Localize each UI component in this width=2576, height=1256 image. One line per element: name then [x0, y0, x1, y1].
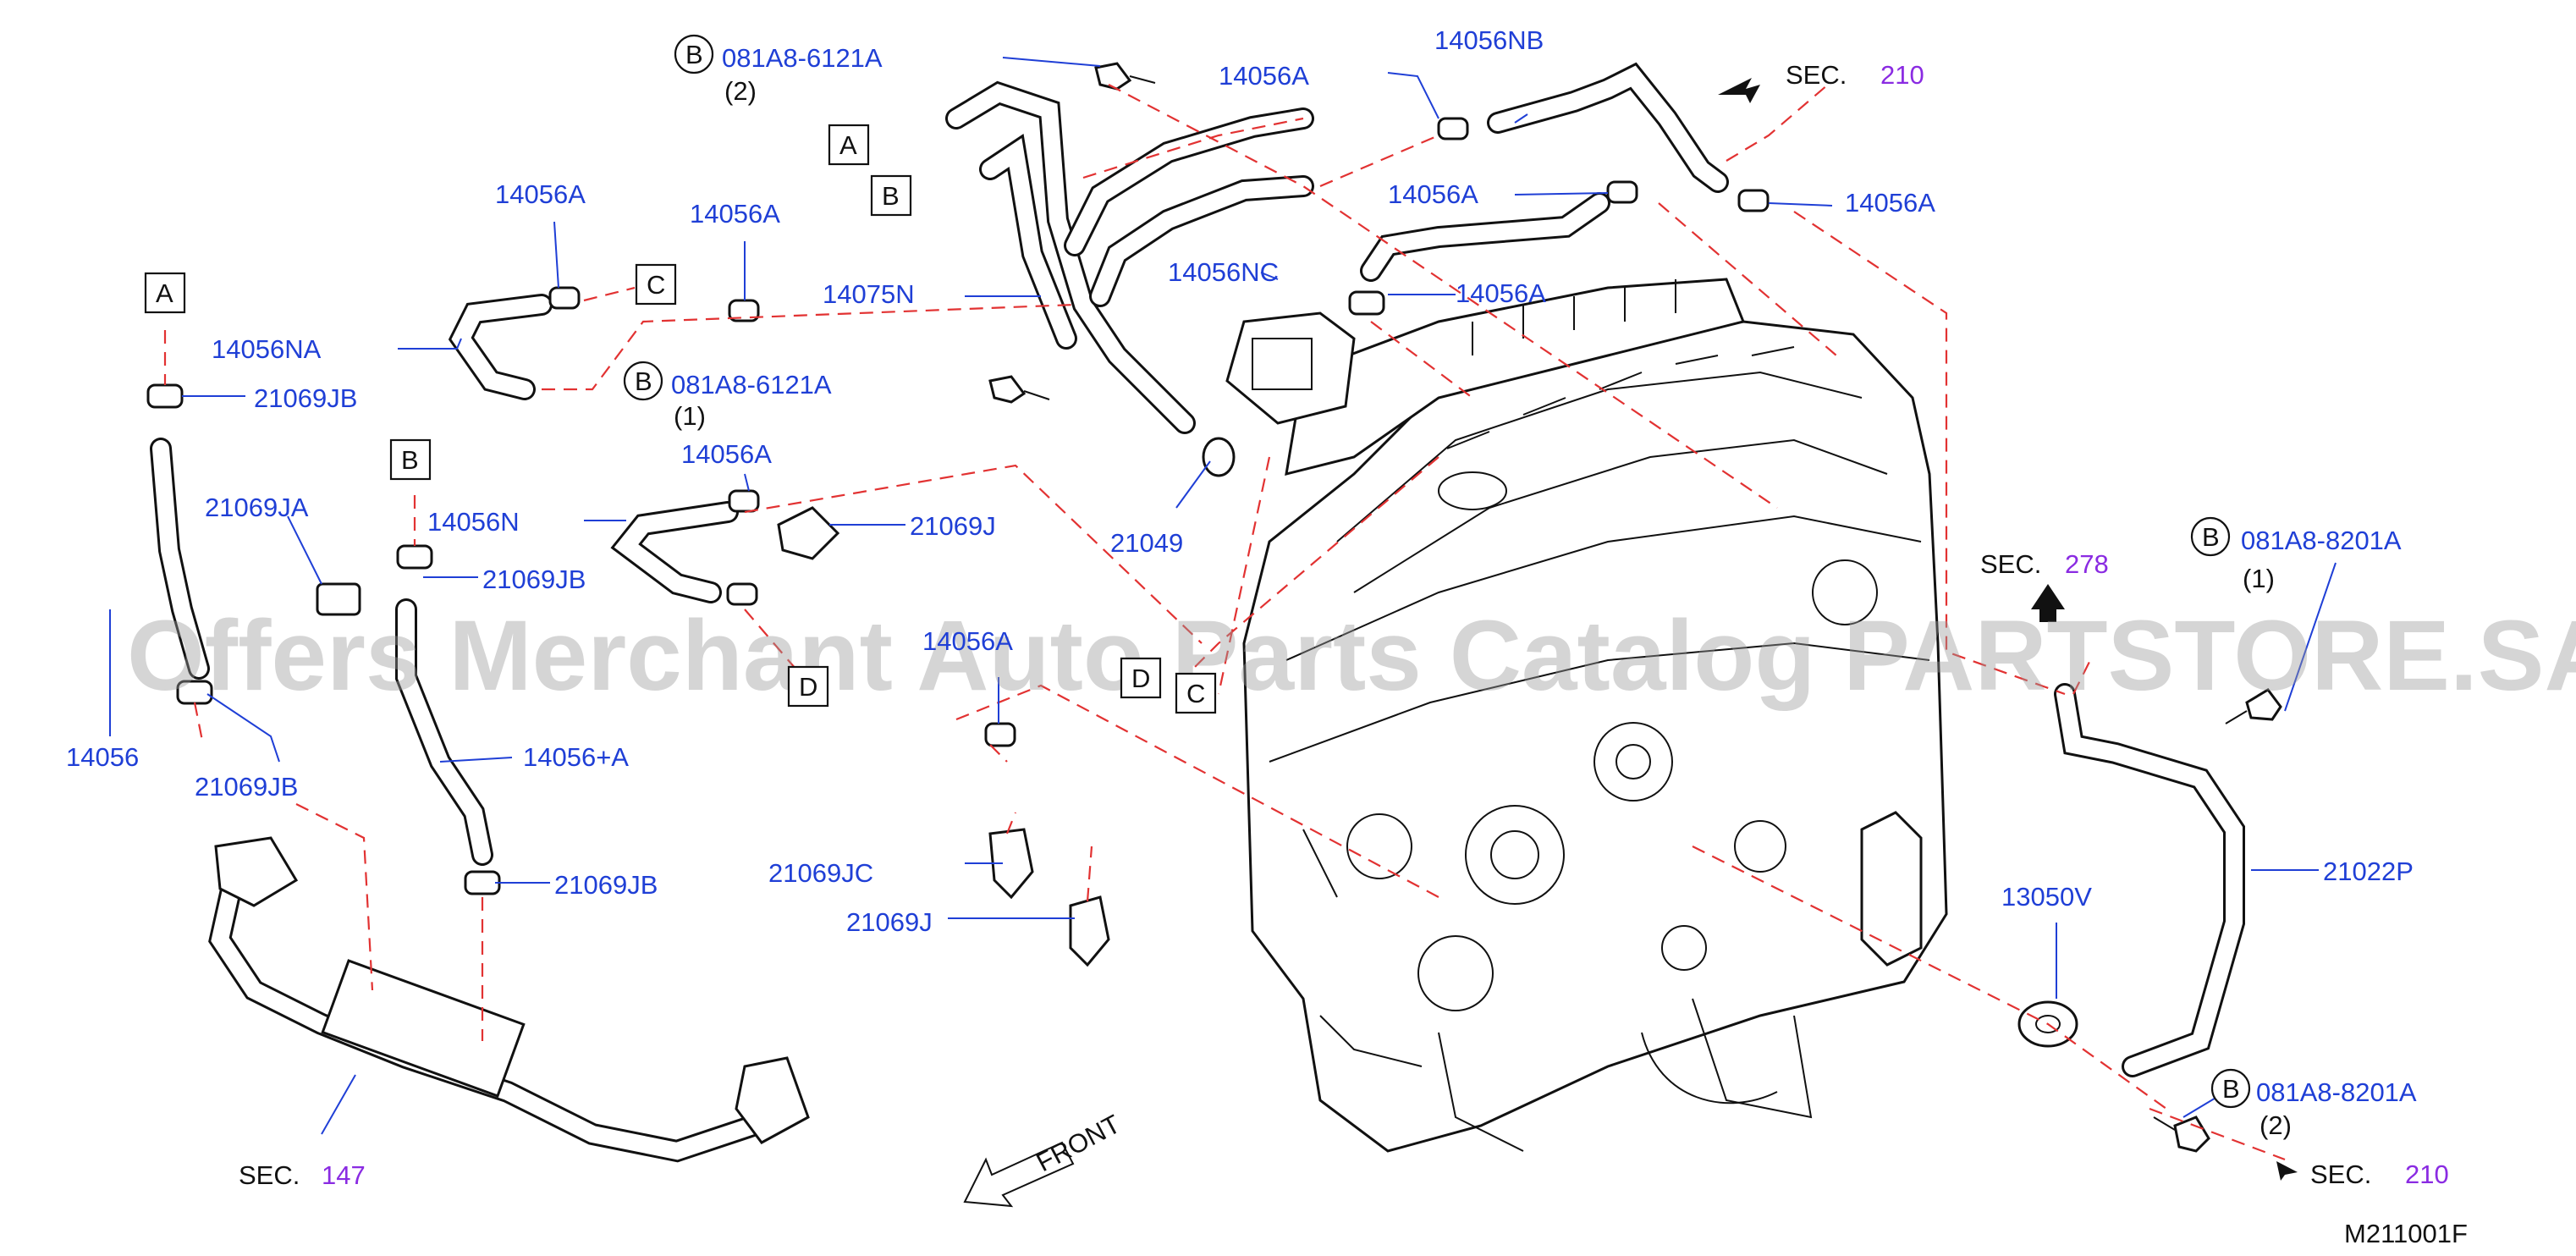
svg-text:(2): (2) [2260, 1110, 2292, 1140]
label-14056A-lower: 14056A [922, 626, 1013, 656]
sec-278-arrow [2031, 584, 2065, 622]
section-ref-278: SEC. 278 [1980, 549, 2109, 579]
sec-210-bottom-arrow [2276, 1161, 2298, 1181]
svg-text:081A8-6121A: 081A8-6121A [671, 370, 832, 399]
label-14056NB: 14056NB [1434, 25, 1544, 55]
engine-block [1225, 278, 1948, 1153]
connector-D-1: D [787, 665, 829, 708]
label-21069JB-left: 21069JB [195, 772, 298, 802]
label-14056NA: 14056NA [212, 334, 322, 364]
svg-text:081A8-8201A: 081A8-8201A [2241, 526, 2402, 555]
svg-text:081A8-6121A: 081A8-6121A [722, 43, 883, 73]
label-14056NC: 14056NC [1168, 257, 1279, 287]
svg-text:B: B [2222, 1074, 2240, 1104]
label-21022P: 21022P [2323, 857, 2414, 886]
svg-text:B: B [401, 445, 419, 475]
leader-lines [109, 57, 2337, 1135]
svg-text:(1): (1) [2243, 564, 2275, 593]
label-14056plusA: 14056+A [523, 742, 629, 772]
label-14056A-top: 14056A [1219, 61, 1309, 91]
connector-A-1: A [828, 124, 870, 166]
diagram-code: M211001F [2344, 1219, 2468, 1248]
hose-clamps [146, 117, 1770, 967]
front-arrow [963, 1141, 1075, 1208]
svg-text:081A8-8201A: 081A8-8201A [2256, 1077, 2417, 1107]
label-14056A-left: 14056A [495, 179, 586, 209]
part-labels: 14056NB 14056A 14056A 14056A 14056NC 140… [66, 25, 2414, 937]
label-21069JB-lower: 21069JB [554, 870, 658, 900]
connector-D-2: D [1120, 657, 1162, 699]
label-21069JB-top: 21069JB [254, 383, 357, 413]
svg-text:SEC.: SEC. [1786, 60, 1847, 90]
label-14075N: 14075N [823, 279, 915, 309]
label-14056: 14056 [66, 742, 139, 772]
svg-text:(1): (1) [674, 401, 706, 431]
section-ref-147: SEC. 147 [239, 1160, 366, 1190]
section-ref-210-bottom: SEC. 210 [2310, 1160, 2449, 1189]
front-label: FRONT [1032, 1109, 1126, 1177]
watermark: Offers Merchant Auto Parts Catalog PARTS… [127, 600, 2576, 712]
connector-C-1: C [635, 263, 677, 306]
label-14056A-n: 14056A [681, 439, 772, 469]
svg-text:210: 210 [2405, 1160, 2449, 1189]
section-ref-210-top: SEC. 210 [1786, 60, 1924, 90]
bolt-callout-081A8-8201A-2: B 081A8-8201A (2) [2210, 1068, 2417, 1140]
svg-text:B: B [882, 181, 900, 211]
label-14056A-throttle: 14056A [1456, 278, 1546, 308]
svg-text:B: B [685, 40, 703, 69]
svg-text:C: C [647, 270, 665, 300]
svg-text:(2): (2) [724, 76, 757, 106]
connector-B-1: B [870, 174, 912, 217]
svg-text:SEC.: SEC. [2310, 1160, 2371, 1189]
label-14056A-centre: 14056A [690, 199, 780, 229]
arrows [963, 78, 2298, 1208]
label-21069JC: 21069JC [768, 858, 873, 888]
svg-text:B: B [635, 366, 652, 396]
svg-text:B: B [2202, 522, 2220, 552]
sec-210-top-arrow [1718, 78, 1760, 103]
label-14056A-far-right: 14056A [1845, 188, 1935, 218]
bolt-callout-081A8-6121A-2: B 081A8-6121A (2) [674, 34, 883, 106]
svg-text:278: 278 [2065, 549, 2109, 579]
svg-text:A: A [156, 278, 173, 308]
connector-B-2: B [389, 438, 432, 481]
svg-text:C: C [1186, 679, 1205, 708]
label-21069J-lower: 21069J [846, 907, 933, 937]
connector-A-2: A [144, 272, 186, 314]
svg-text:D: D [1131, 664, 1150, 693]
bolt-callout-081A8-6121A-1: B 081A8-6121A (1) [623, 361, 832, 431]
svg-text:A: A [839, 130, 857, 160]
label-14056N: 14056N [427, 507, 520, 537]
svg-text:SEC.: SEC. [1980, 549, 2041, 579]
svg-text:147: 147 [322, 1160, 366, 1190]
label-13050V: 13050V [2001, 882, 2092, 912]
label-21069JB-mid: 21069JB [482, 565, 586, 594]
label-21049: 21049 [1110, 528, 1183, 558]
svg-text:210: 210 [1880, 60, 1924, 90]
label-21069JA: 21069JA [205, 493, 309, 522]
assembly-guide-lines [163, 84, 2286, 1161]
connector-C-2: C [1175, 672, 1217, 714]
coolant-hoses [150, 62, 2245, 1163]
svg-text:SEC.: SEC. [239, 1160, 300, 1190]
label-21069J-upper: 21069J [910, 511, 996, 541]
svg-text:D: D [799, 672, 817, 702]
label-14056A-mid-right: 14056A [1388, 179, 1478, 209]
bolt-callout-081A8-8201A-1: B 081A8-8201A (1) [2190, 516, 2402, 593]
